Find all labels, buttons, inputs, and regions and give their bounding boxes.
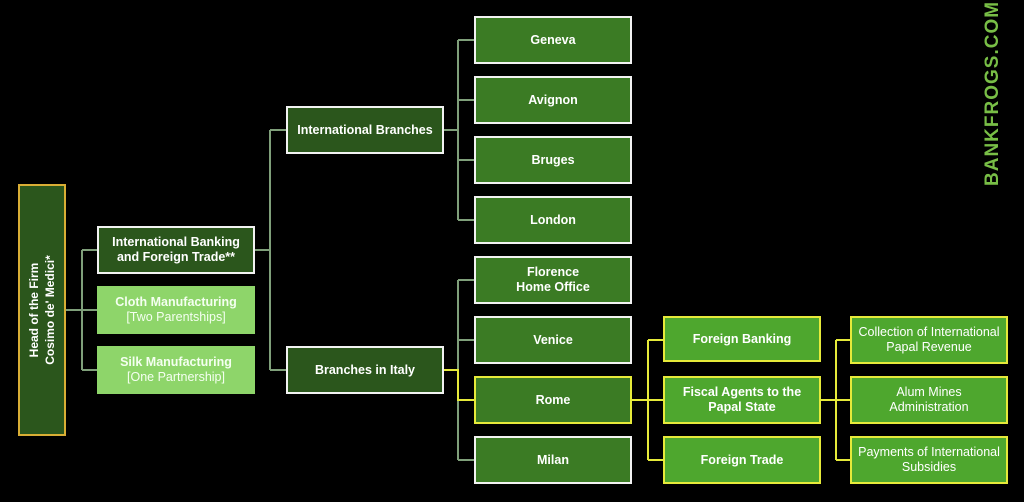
label: Foreign Trade: [700, 452, 784, 467]
branch-avignon: Avignon: [474, 76, 632, 124]
branch-venice: Venice: [474, 316, 632, 364]
label: Rome: [535, 392, 571, 407]
label: Papal Revenue: [886, 340, 972, 354]
rome-foreign-banking: Foreign Banking: [663, 316, 821, 362]
label: Subsidies: [901, 460, 957, 474]
label: Papal State: [708, 400, 776, 414]
head-title: Head of the Firm: [27, 262, 42, 358]
sublabel: [One Partnership]: [127, 370, 225, 384]
label: Administration: [889, 400, 969, 414]
branch-rome: Rome: [474, 376, 632, 424]
label: London: [530, 212, 576, 227]
label: Venice: [533, 332, 573, 347]
label: International Banking: [112, 235, 240, 249]
division-silk: Silk Manufacturing[One Partnership]: [97, 346, 255, 394]
label: Home Office: [516, 280, 590, 294]
division-cloth: Cloth Manufacturing[Two Parentships]: [97, 286, 255, 334]
sublabel: [Two Parentships]: [126, 310, 226, 324]
label: Bruges: [531, 152, 575, 167]
label: Alum Mines: [896, 385, 962, 399]
group-international-branches: International Branches: [286, 106, 444, 154]
label: Silk Manufacturing: [120, 355, 232, 369]
label: Cloth Manufacturing: [115, 295, 237, 309]
label: Payments of International: [858, 445, 1000, 459]
branch-london: London: [474, 196, 632, 244]
branch-milan: Milan: [474, 436, 632, 484]
label: Branches in Italy: [314, 362, 416, 377]
label: and Foreign Trade**: [116, 250, 236, 264]
group-branches-italy: Branches in Italy: [286, 346, 444, 394]
label: Fiscal Agents to the: [682, 385, 802, 399]
label: Geneva: [530, 32, 576, 47]
label: Florence: [526, 265, 580, 279]
label: International Branches: [297, 122, 433, 137]
head-name: Cosimo de' Medici*: [43, 255, 58, 365]
rome-foreign-trade: Foreign Trade: [663, 436, 821, 484]
label: Collection of International: [858, 325, 1000, 339]
branch-geneva: Geneva: [474, 16, 632, 64]
branch-bruges: Bruges: [474, 136, 632, 184]
brand-watermark: BANKFROGS.COM: [982, 0, 1003, 186]
label: Foreign Banking: [692, 331, 792, 346]
label: Milan: [537, 452, 569, 467]
label: Avignon: [528, 92, 578, 107]
